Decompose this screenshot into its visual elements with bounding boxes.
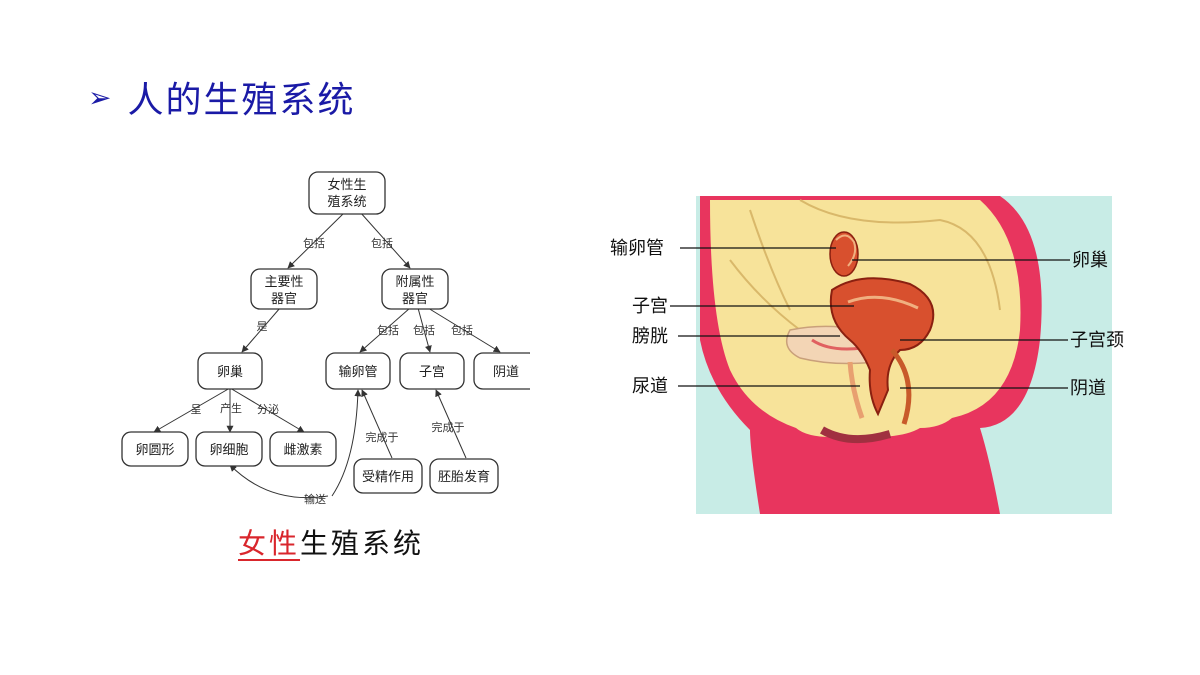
node-uterus: 子宫 — [399, 352, 465, 390]
node-egg-cell: 卵细胞 — [195, 431, 263, 467]
node-estrogen-label: 雌激素 — [283, 442, 322, 458]
label-bladder: 膀胱 — [632, 326, 668, 347]
node-root-line2: 殖系统 — [327, 194, 366, 210]
label-oviduct: 输卵管 — [610, 238, 664, 259]
edge-label-embryo: 完成于 — [432, 420, 465, 434]
node-accessory-organ: 附属性 器官 — [381, 268, 449, 310]
node-root-line1: 女性生 — [327, 177, 366, 193]
node-oviduct: 输卵管 — [325, 352, 391, 390]
edge-label-accessory-vagina: 包括 — [451, 323, 473, 337]
caption-highlight: 女性 — [238, 527, 301, 560]
node-egg-cell-label: 卵细胞 — [209, 443, 248, 458]
label-uterus: 子宫 — [632, 296, 668, 317]
concept-map-diagram: 包括 包括 是 包括 包括 包括 呈 产生 分泌 完成于 完成于 输送 女性生 … — [121, 171, 530, 506]
title-text: 人的生殖系统 — [127, 80, 356, 121]
caption-rest: 生殖系统 — [300, 527, 425, 560]
node-fertilization-label: 受精作用 — [362, 470, 414, 485]
diagram-caption: 女性生殖系统 — [238, 522, 424, 562]
anatomy-image — [696, 196, 1112, 514]
node-primary-line2: 器官 — [271, 291, 297, 307]
anatomy-illustration: 输卵管 子宫 膀胱 尿道 卵巢 子宫颈 阴道 — [610, 196, 1124, 514]
node-primary-organ: 主要性 器官 — [250, 268, 318, 310]
node-vagina: 阴道 — [473, 352, 530, 390]
node-root: 女性生 殖系统 — [308, 171, 386, 215]
edge-label-root-accessory: 包括 — [371, 236, 393, 250]
edge-label-transport: 输送 — [304, 492, 326, 506]
node-embryo: 胚胎发育 — [429, 458, 499, 494]
edge-label-fertilization: 完成于 — [366, 430, 399, 444]
label-ovary: 卵巢 — [1072, 250, 1108, 271]
edge-label-root-primary: 包括 — [303, 236, 325, 250]
node-fertilization: 受精作用 — [353, 458, 423, 494]
node-oviduct-label: 输卵管 — [338, 364, 377, 380]
node-ovary-label: 卵巢 — [217, 365, 243, 380]
node-ovary: 卵巢 — [197, 352, 263, 390]
label-urethra: 尿道 — [632, 376, 668, 397]
edge-label-accessory-uterus: 包括 — [413, 323, 435, 337]
label-vagina: 阴道 — [1070, 378, 1106, 399]
node-primary-line1: 主要性 — [264, 275, 303, 290]
tree-edges — [153, 211, 501, 499]
node-ovary-shape-label: 卵圆形 — [135, 443, 174, 458]
edge-label-accessory-oviduct: 包括 — [377, 323, 399, 337]
node-accessory-line2: 器官 — [402, 291, 428, 307]
edge-label-ovary-shape: 呈 — [191, 403, 202, 416]
node-estrogen: 雌激素 — [269, 431, 337, 467]
node-accessory-line1: 附属性 — [395, 275, 434, 290]
slide-title: ➢ 人的生殖系统 — [88, 72, 355, 122]
node-vagina-label: 阴道 — [493, 365, 519, 380]
node-embryo-label: 胚胎发育 — [438, 469, 490, 485]
arrow-bullet-icon: ➢ — [88, 80, 112, 114]
edge-label-ovary-estrogen: 分泌 — [257, 403, 279, 416]
node-ovary-shape: 卵圆形 — [121, 431, 189, 467]
edge-label-ovary-egg: 产生 — [220, 401, 242, 415]
node-uterus-label: 子宫 — [419, 365, 445, 380]
label-cervix: 子宫颈 — [1070, 330, 1124, 351]
edge-label-primary-ovary: 是 — [257, 320, 268, 333]
